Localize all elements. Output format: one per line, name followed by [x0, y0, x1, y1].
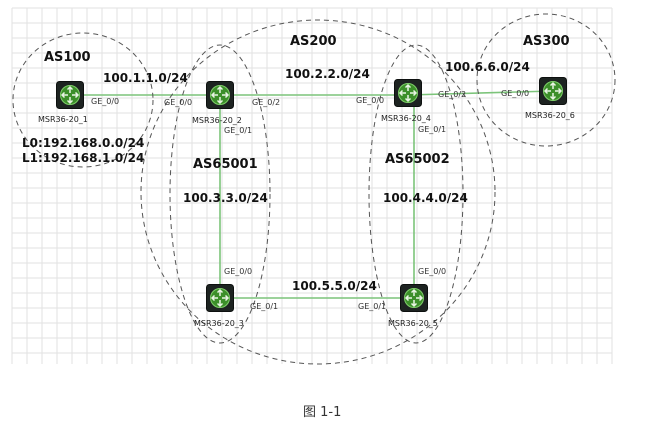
network-label-n2: 100.2.2.0/24	[285, 67, 370, 81]
device-label-r2: MSR36-20_2	[192, 116, 242, 125]
network-label-n4: 100.4.4.0/24	[383, 191, 468, 205]
router-r5[interactable]	[400, 284, 428, 312]
device-label-r6: MSR36-20_6	[525, 111, 575, 120]
port-label-r4-ge01: GE_0/1	[418, 125, 446, 134]
grid-background	[11, 7, 613, 364]
router-icon	[206, 284, 234, 312]
device-label-r1: MSR36-20_1	[38, 115, 88, 124]
as300-label: AS300	[523, 34, 570, 49]
network-label-n5: 100.5.5.0/24	[292, 279, 377, 293]
as-zones	[12, 13, 616, 365]
router-icon	[400, 284, 428, 312]
as200-label: AS200	[290, 34, 337, 49]
port-label-r4-ge02: GE_0/2	[438, 90, 466, 99]
port-label-r6-ge00: GE_0/0	[501, 89, 529, 98]
zone-as300	[476, 13, 616, 147]
router-r6[interactable]	[539, 77, 567, 105]
as100-label: AS100	[44, 50, 91, 65]
router-icon	[56, 81, 84, 109]
router-r1[interactable]	[56, 81, 84, 109]
zone-as100	[12, 32, 154, 168]
router-r2[interactable]	[206, 81, 234, 109]
router-icon	[394, 79, 422, 107]
link-r4-r6	[407, 90, 554, 96]
figure-caption: 图 1-1	[303, 405, 341, 420]
zone-as65002	[368, 44, 464, 344]
network-label-n1: 100.1.1.0/24	[103, 71, 188, 85]
port-label-r4-ge00: GE_0/0	[356, 96, 384, 105]
as65002-label: AS65002	[385, 152, 450, 167]
router-r3[interactable]	[206, 284, 234, 312]
network-label-n6: 100.6.6.0/24	[445, 60, 530, 74]
router-icon	[206, 81, 234, 109]
loopback-label-l0: L0:192.168.0.0/24	[22, 136, 144, 150]
port-label-r2-ge00: GE_0/0	[164, 98, 192, 107]
links	[70, 90, 554, 299]
port-label-r2-ge02: GE_0/2	[252, 98, 280, 107]
loopback-label-l1: L1:192.168.1.0/24	[22, 151, 144, 165]
zone-as65001	[169, 44, 271, 344]
port-label-r1-ge00: GE_0/0	[91, 97, 119, 106]
port-label-r2-ge01: GE_0/1	[224, 126, 252, 135]
device-label-r4: MSR36-20_4	[381, 114, 431, 123]
port-label-r5-ge01: GE_0/1	[358, 302, 386, 311]
port-label-r3-ge01: GE_0/1	[250, 302, 278, 311]
port-label-r3-ge00: GE_0/0	[224, 267, 252, 276]
device-label-r5: MSR36-20_5	[388, 319, 438, 328]
router-icon	[539, 77, 567, 105]
port-label-r5-ge00: GE_0/0	[418, 267, 446, 276]
device-label-r3: MSR36-20_3	[194, 319, 244, 328]
as65001-label: AS65001	[193, 157, 258, 172]
network-label-n3: 100.3.3.0/24	[183, 191, 268, 205]
zone-as200	[140, 19, 496, 365]
router-r4[interactable]	[394, 79, 422, 107]
